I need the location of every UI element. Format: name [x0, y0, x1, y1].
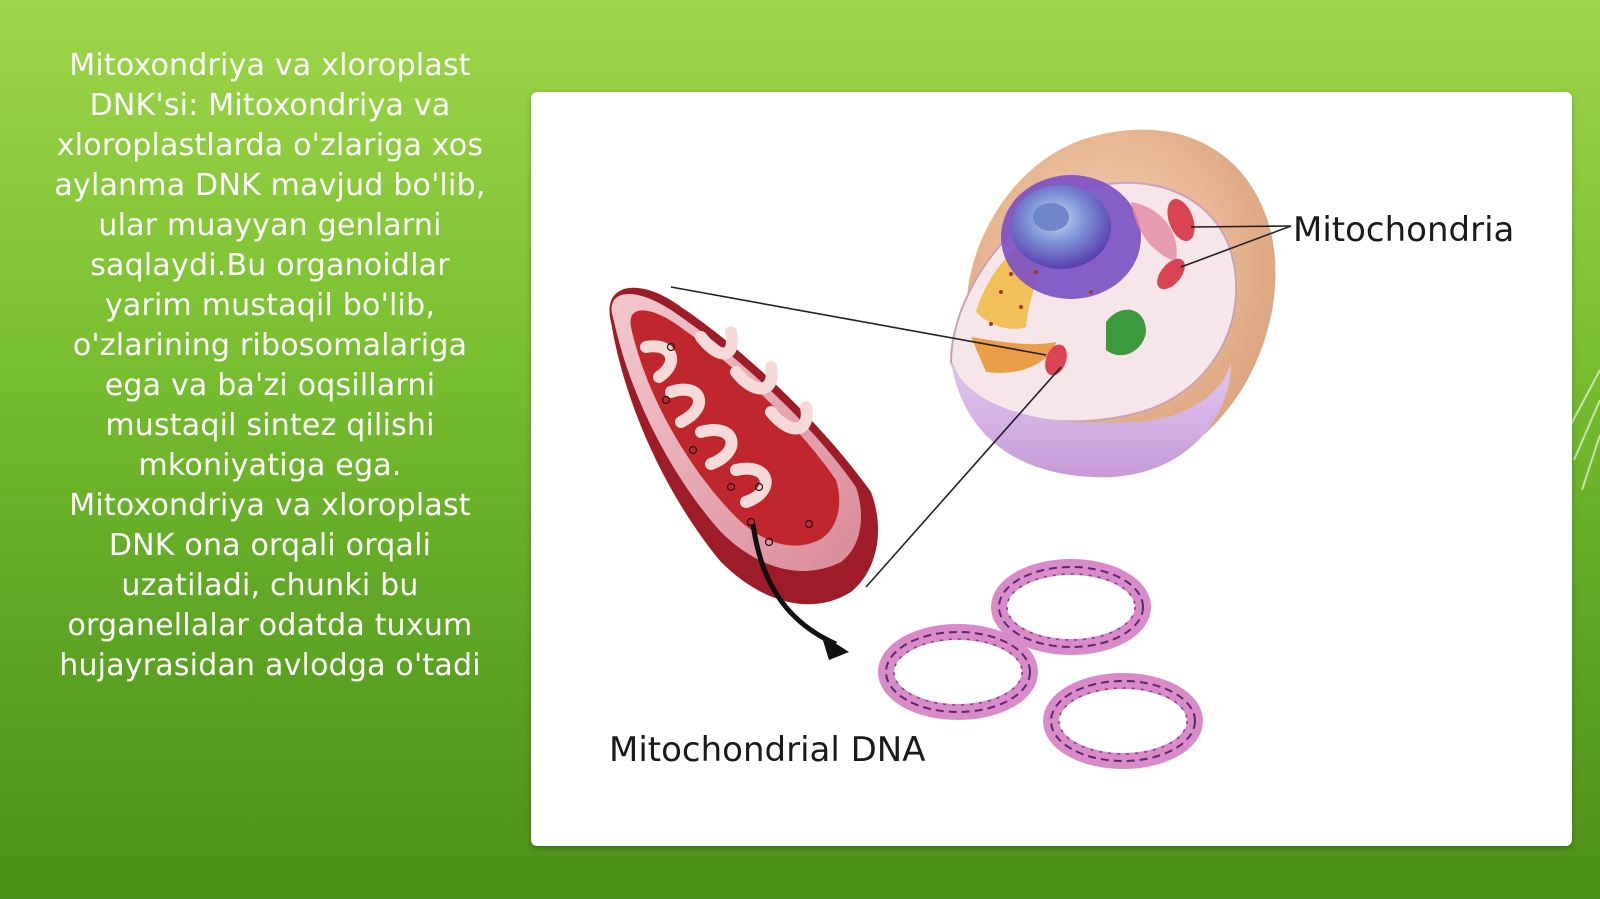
cell-illustration [949, 129, 1276, 478]
slide-body-text: Mitoxondriya va xloroplast DNK'si: Mitox… [54, 48, 486, 683]
mitochondrion-cross-section [609, 287, 879, 660]
mtdna-rings [878, 559, 1203, 769]
leader-lines [670, 225, 1292, 588]
decorative-lines [1567, 369, 1600, 491]
mitochondria-figure: Mitochondria Mitochondrial DNA [531, 92, 1572, 846]
mitochondrial-dna-label: Mitochondrial DNA [609, 730, 926, 770]
mitochondria-label: Mitochondria [1293, 210, 1515, 250]
mitochondria-illustration [609, 129, 1292, 769]
